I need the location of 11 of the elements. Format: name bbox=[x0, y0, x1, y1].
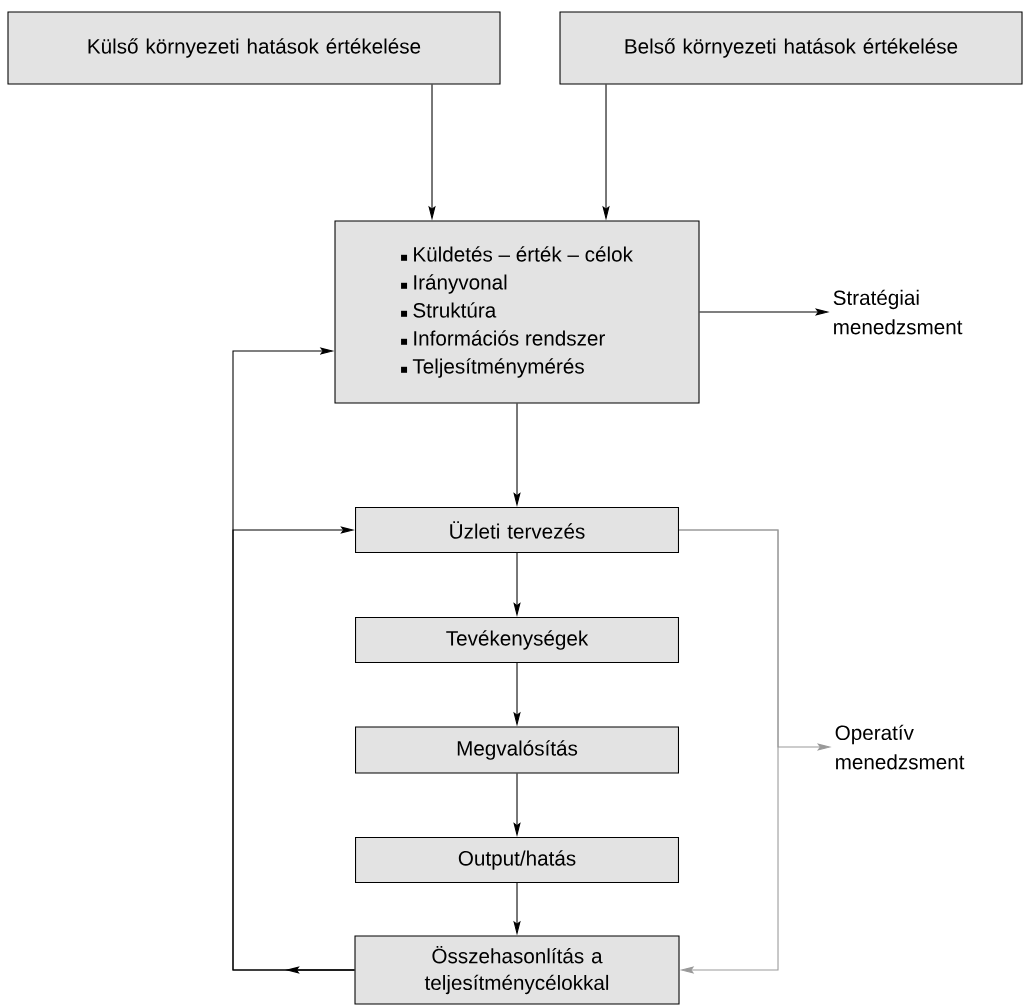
outcome-label: Operatív menedzsment bbox=[835, 724, 965, 770]
arrow bbox=[232, 526, 355, 971]
process-box: Küldetés – érték – célok Irányvonal Struktúra Információs rendszer Teljesítménymérés bbox=[334, 220, 700, 404]
process-box: Külső környezeti hatások értékelése bbox=[7, 11, 501, 85]
process-box: Tevékenységek bbox=[355, 616, 679, 664]
process-box: Összehasonlítás a teljesítménycélokkal bbox=[354, 935, 680, 1005]
process-box: Belső környezeti hatások értékelése bbox=[559, 11, 1023, 85]
process-box: Output/hatás bbox=[355, 836, 679, 884]
process-box: Üzleti tervezés bbox=[355, 506, 679, 554]
process-box: Megvalósítás bbox=[355, 726, 679, 774]
outcome-label: Stratégiai menedzsment bbox=[833, 289, 963, 335]
